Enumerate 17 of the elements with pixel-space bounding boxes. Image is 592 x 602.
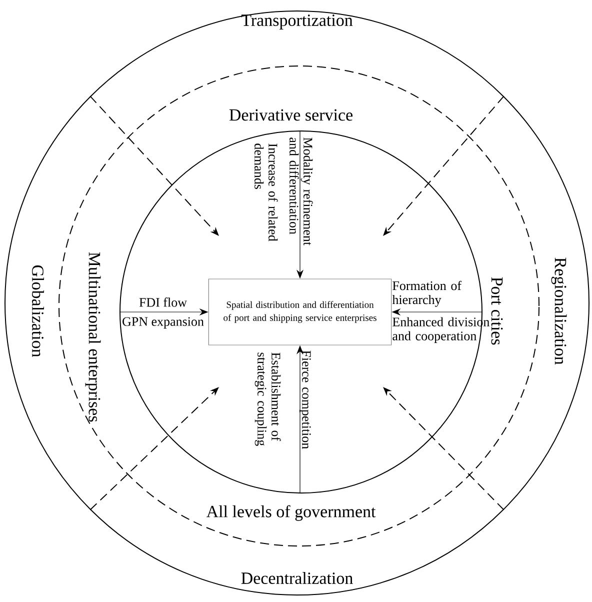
ring-circle bbox=[4, 10, 590, 596]
edge-label: FDI flow bbox=[139, 298, 187, 307]
edge-label: Fierce competition bbox=[299, 350, 311, 449]
ring-label: Multinational enterprises bbox=[85, 252, 101, 422]
arrow-label: Increase of related demands bbox=[254, 144, 278, 242]
ring-circle bbox=[58, 66, 540, 546]
arrow-label: GPN expansion bbox=[122, 317, 204, 329]
ring-label: Transportization bbox=[241, 14, 353, 30]
ring-label: All levels of government bbox=[206, 505, 376, 521]
ring-label: Regionalization bbox=[551, 258, 567, 365]
edge-label: Formation of hierarchy bbox=[392, 280, 462, 307]
process-box: Spatial distribution and differentiation of port and shipping service enterprises bbox=[208, 278, 392, 346]
ring-label: Globalization bbox=[32, 265, 44, 358]
ring-label: Decentralization bbox=[241, 572, 353, 584]
ring-label: Port cities bbox=[491, 277, 503, 345]
ring-label: Derivative service bbox=[229, 109, 352, 121]
edge-label: Modality refinement and differentiation bbox=[290, 138, 313, 246]
